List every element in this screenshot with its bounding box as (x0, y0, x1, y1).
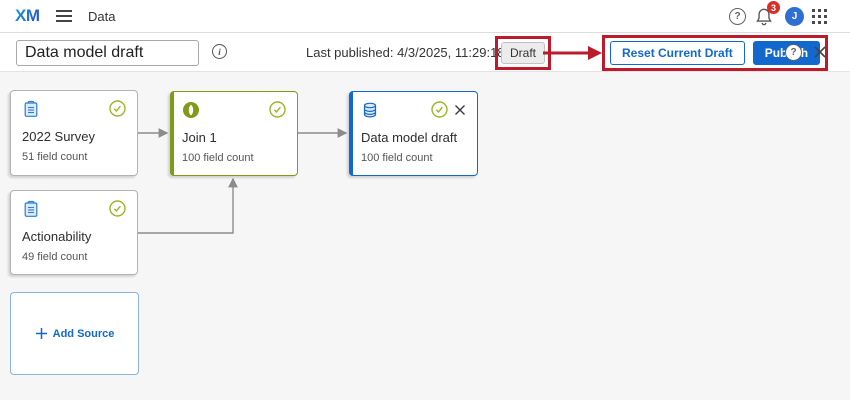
data-model-name-input[interactable] (16, 40, 199, 66)
data-model-canvas: 2022 Survey 51 field count Join 1 100 fi… (0, 72, 850, 400)
remove-node-icon[interactable] (454, 103, 466, 121)
validated-check-icon (431, 101, 448, 123)
node-field-count: 49 field count (22, 251, 88, 263)
plus-icon (35, 327, 48, 340)
app-title: Data (88, 9, 116, 24)
app-grid-icon[interactable] (812, 9, 827, 24)
node-join-1[interactable]: Join 1 100 field count (170, 91, 298, 176)
xm-logo: XM (15, 6, 40, 25)
node-title: 2022 Survey (22, 129, 95, 144)
node-field-count: 51 field count (22, 151, 88, 163)
connector-edges (138, 128, 348, 234)
last-published-text: Last published: 4/3/2025, 11:29:18 AM (306, 45, 527, 60)
help-icon[interactable]: ? (785, 44, 802, 61)
validated-check-icon (109, 200, 126, 222)
node-title: Actionability (22, 229, 92, 244)
node-title: Join 1 (182, 130, 217, 145)
node-data-model-draft[interactable]: Data model draft 100 field count (349, 91, 478, 176)
node-title: Data model draft (361, 130, 458, 145)
node-field-count: 100 field count (361, 152, 433, 164)
annotation-arrow (543, 46, 602, 65)
node-field-count: 100 field count (182, 152, 254, 164)
node-actionability[interactable]: Actionability 49 field count (10, 190, 138, 275)
buttons-annotation-box: Reset Current Draft Publish (602, 35, 829, 71)
info-icon[interactable]: i (212, 44, 227, 59)
status-badge: Draft (501, 42, 546, 64)
top-nav-bar: XM Data ? 3 J (0, 0, 850, 33)
dataset-icon (361, 101, 379, 124)
add-source-button[interactable]: Add Source (10, 292, 139, 375)
node-2022-survey[interactable]: 2022 Survey 51 field count (10, 90, 138, 176)
reset-current-draft-button[interactable]: Reset Current Draft (610, 41, 745, 65)
add-source-label: Add Source (52, 327, 115, 340)
close-icon[interactable] (813, 45, 827, 64)
data-model-toolbar: i Last published: 4/3/2025, 11:29:18 AM … (0, 33, 850, 72)
hamburger-menu-icon[interactable] (56, 10, 72, 22)
survey-icon (22, 200, 40, 223)
user-avatar[interactable]: J (785, 7, 804, 26)
validated-check-icon (269, 101, 286, 123)
notification-count-badge: 3 (767, 1, 780, 14)
validated-check-icon (109, 100, 126, 122)
survey-icon (22, 100, 40, 123)
help-icon[interactable]: ? (729, 8, 746, 25)
join-icon (182, 101, 200, 124)
